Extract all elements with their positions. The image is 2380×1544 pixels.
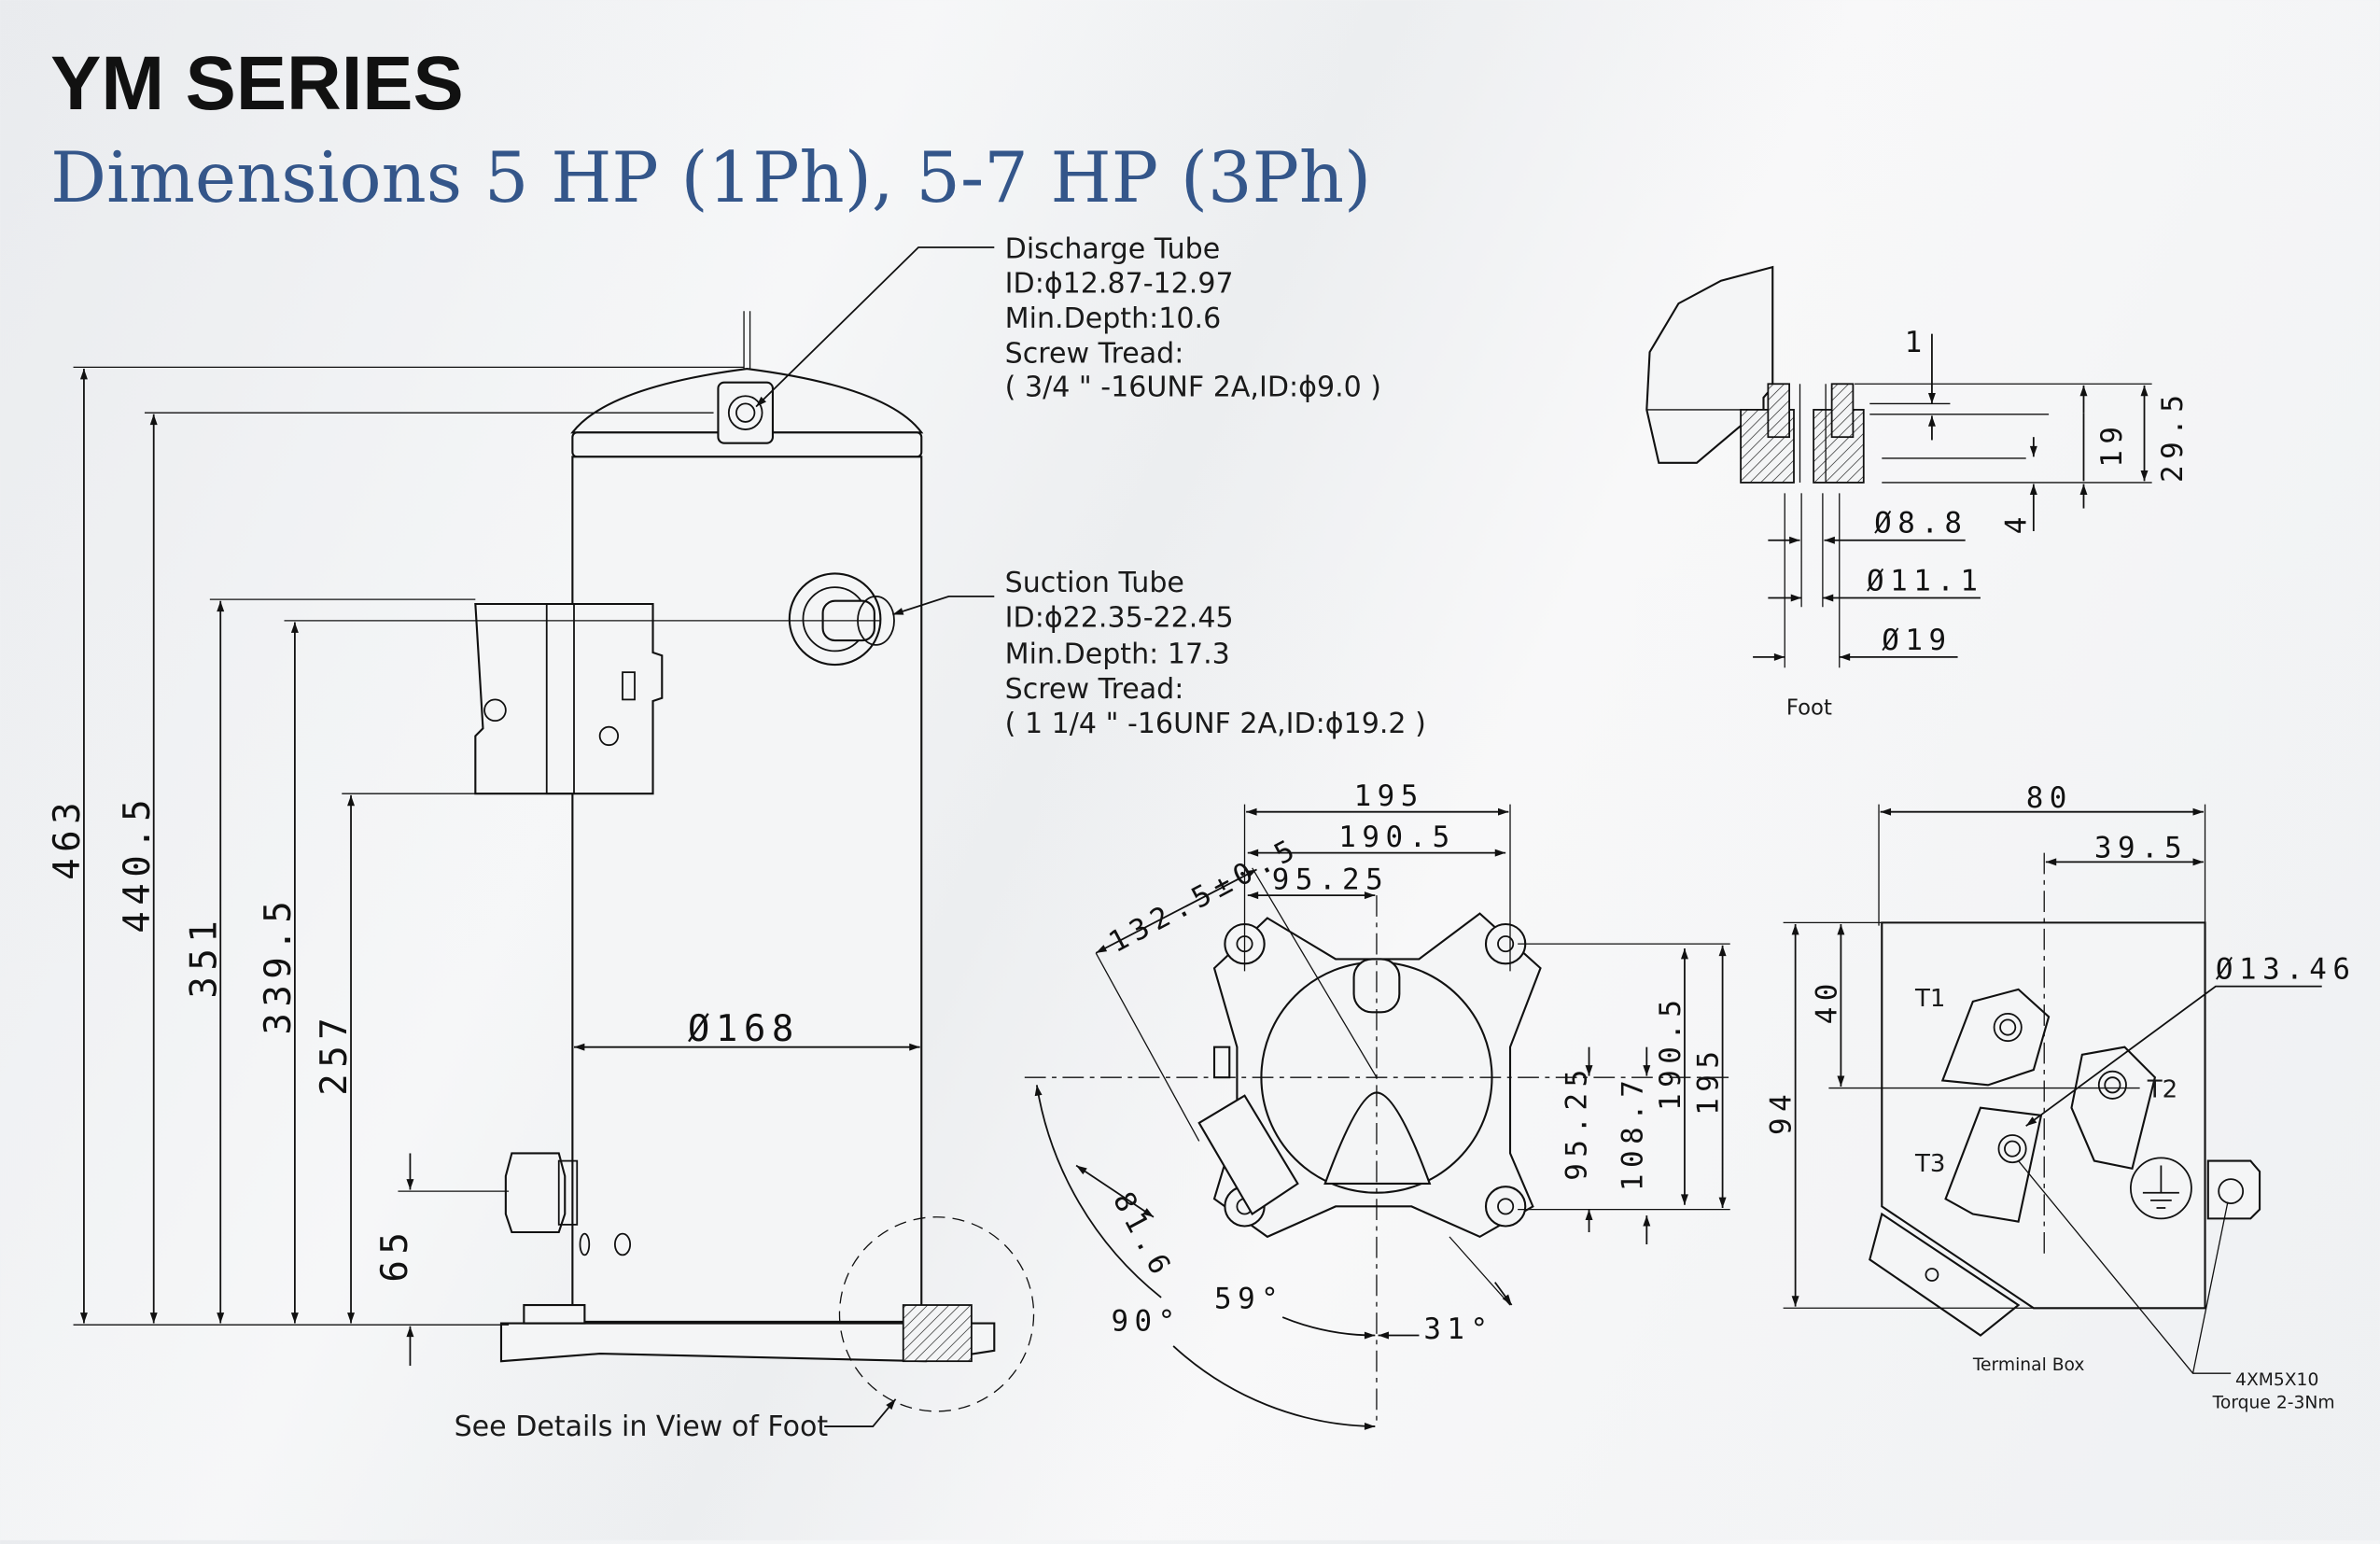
text-label: Min.Depth: 17.3	[1005, 638, 1230, 670]
foot-dim-29-5: 29.5	[2156, 389, 2190, 483]
foot-section	[902, 1304, 973, 1363]
suction-tube-note: Suction Tube ID:ϕ22.35-22.45 Min.Depth: …	[1005, 567, 1426, 740]
terminal-box-label: Terminal Box	[1972, 1355, 2085, 1375]
terminal-box-outline	[1881, 921, 2206, 1310]
foot-view: 1 19 29.5 4 Ø8.8 Ø11.1 Ø19 Foot	[1645, 265, 2190, 721]
compressor-shell	[571, 456, 923, 1323]
text-label: Screw Tread:	[1005, 673, 1184, 706]
foot-dim-dia-19: Ø19	[1882, 624, 1952, 657]
tb-dim-80: 80	[2026, 781, 2073, 815]
discharge-tube-note: Discharge Tube ID:ϕ12.87-12.97 Min.Depth…	[1005, 232, 1381, 403]
bottom-dim-h190-5: 190.5	[1654, 993, 1687, 1110]
bottom-view: 195 190.5 95.25 132.5±0.5 195 190.5 108.…	[1024, 779, 1730, 1430]
series-title: YM SERIES	[50, 41, 464, 126]
angle-31: 31°	[1423, 1312, 1493, 1346]
discharge-fitting	[717, 381, 775, 444]
tb-dim-94: 94	[1765, 1088, 1799, 1135]
foot-dim-4: 4	[2000, 511, 2034, 534]
text-label: Suction Tube	[1005, 567, 1184, 599]
tb-dim-dia-13-46: Ø13.46	[2216, 953, 2357, 987]
foot-dim-19: 19	[2095, 421, 2129, 468]
text-label: Min.Depth:10.6	[1005, 302, 1222, 335]
text-label: ID:ϕ22.35-22.45	[1005, 601, 1234, 634]
bottom-dim-81-6: 81.6	[1106, 1186, 1180, 1285]
foot-label: Foot	[1786, 696, 1832, 721]
bottom-dim-h95-25: 95.25	[1560, 1063, 1593, 1180]
dim-257: 257	[314, 1012, 356, 1096]
terminal-label-t3: T3	[1914, 1150, 1945, 1178]
angle-59: 59°	[1214, 1282, 1284, 1315]
bottom-dim-95-25: 95.25	[1272, 863, 1389, 897]
tb-dim-40: 40	[1811, 977, 1844, 1024]
text-label: Discharge Tube	[1005, 232, 1221, 265]
torque-spec: Torque 2-3Nm	[2212, 1394, 2335, 1413]
text-label: Screw Tread:	[1005, 338, 1184, 371]
foot-detail-circle	[838, 1216, 1035, 1412]
bottom-dim-h108-7: 108.7	[1616, 1074, 1649, 1191]
text-label: ( 1 1/4 " -16UNF 2A,ID:ϕ19.2 )	[1005, 708, 1426, 740]
foot-dim-dia-11-1: Ø11.1	[1867, 564, 1983, 597]
terminal-label-t2: T2	[2147, 1075, 2177, 1103]
terminal-box-side	[474, 602, 664, 795]
foot-dim-dia-8-8: Ø8.8	[1874, 507, 1967, 540]
terminal-t1	[1940, 988, 2051, 1087]
dim-440-5: 440.5	[117, 793, 159, 933]
ground-icon	[2129, 1157, 2192, 1220]
bottom-dim-190-5: 190.5	[1338, 821, 1455, 854]
dim-339-5: 339.5	[258, 895, 300, 1035]
foot-dim-1: 1	[1905, 326, 1928, 359]
dim-65: 65	[374, 1227, 416, 1283]
page-subtitle: Dimensions 5 HP (1Ph), 5-7 HP (3Ph)	[50, 137, 1371, 218]
tb-dim-39-5: 39.5	[2094, 831, 2188, 864]
terminal-box-view: 80 39.5 94 40 Ø13.46 T1 T2 T3 Terminal B…	[1765, 781, 2357, 1413]
side-view: 463 440.5 351 339.5 257 65 Ø168 Discharg…	[47, 232, 1426, 1442]
oil-fitting	[504, 1152, 567, 1234]
bottom-dim-195: 195	[1354, 779, 1424, 813]
terminal-label-t1: T1	[1914, 985, 1945, 1013]
text-label: ID:ϕ12.87-12.97	[1005, 268, 1234, 301]
dim-351: 351	[183, 915, 225, 999]
angle-90: 90°	[1111, 1305, 1181, 1339]
screw-spec: 4XM5X10	[2235, 1370, 2318, 1390]
text-label: ( 3/4 " -16UNF 2A,ID:ϕ9.0 )	[1005, 371, 1381, 403]
foot-detail-note: See Details in View of Foot	[455, 1411, 829, 1443]
suction-stub	[1197, 1094, 1299, 1215]
bottom-dim-h195: 195	[1692, 1046, 1726, 1116]
dim-dia-168: Ø168	[688, 1008, 800, 1050]
dim-463: 463	[47, 796, 89, 880]
